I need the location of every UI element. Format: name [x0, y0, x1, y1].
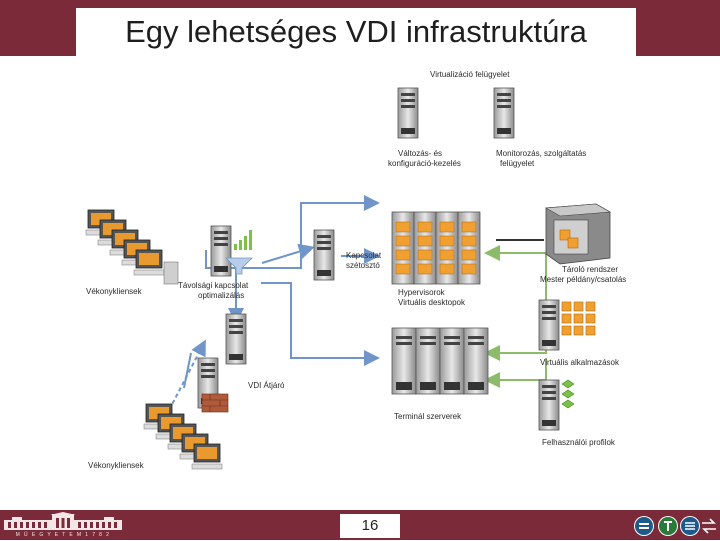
green-connections [484, 245, 547, 398]
university-logo: M Ű E G Y E T E M 1 7 8 2 [2, 512, 124, 538]
label-thin-clients-bottom: Vékonykliensek [88, 461, 145, 470]
label-remote-opt-2: optimalizálás [198, 291, 244, 300]
label-storage-1: Tároló rendszer [562, 265, 618, 274]
title-box: Egy lehetséges VDI infrastruktúra [76, 8, 636, 56]
label-change-config-2: konfiguráció-kezelés [388, 159, 461, 168]
remote-optimization-server-icon [210, 225, 232, 277]
config-management-server-icon [397, 87, 419, 139]
page-number: 16 [340, 514, 400, 538]
hypervisor-rack-icon [391, 211, 481, 285]
building-icon [4, 512, 122, 530]
user-profiles-icon [561, 379, 575, 409]
label-vdi-gateway: VDI Átjáró [248, 381, 285, 390]
prev-slide-icon[interactable] [634, 516, 654, 536]
label-virtual-apps: Virtuális alkalmazások [540, 358, 620, 367]
label-monitoring-1: Monitorozás, szolgáltatás [496, 149, 586, 158]
virtual-apps-server-icon [538, 299, 560, 351]
thin-clients-top-icon [85, 209, 179, 285]
thin-clients-bottom-icon [143, 403, 223, 470]
signal-bars-icon [234, 230, 252, 250]
label-storage-2: Mester példány/csatolás [540, 275, 626, 284]
funnel-icon [225, 257, 253, 275]
label-terminal-servers: Terminál szerverek [394, 412, 462, 421]
connection-broker-server-icon [313, 229, 335, 281]
label-broker-1: Kapcsolat [346, 251, 382, 260]
logo-caption: M Ű E G Y E T E M 1 7 8 2 [15, 532, 111, 538]
vdi-gateway-server-icon [225, 313, 247, 365]
label-user-profiles: Felhasználói profilok [542, 438, 616, 447]
vdi-infrastructure-diagram: Virtualizáció felügyelet Változás- és ko… [85, 70, 626, 470]
label-hypervisors-2: Virtuális desktopok [398, 298, 466, 307]
label-thin-clients-top: Vékonykliensek [86, 287, 143, 296]
label-change-config-1: Változás- és [398, 149, 442, 158]
list-slide-icon[interactable] [680, 516, 700, 536]
monitoring-server-icon [493, 87, 515, 139]
firewall-icon [201, 393, 229, 413]
next-slide-icon[interactable] [700, 516, 720, 536]
label-broker-2: szétosztó [346, 261, 380, 270]
label-hypervisors-1: Hypervisorok [398, 288, 446, 297]
slide-title: Egy lehetséges VDI infrastruktúra [125, 14, 587, 49]
label-virtualization-monitoring: Virtualizáció felügyelet [430, 70, 510, 79]
blue-connections [183, 195, 380, 389]
label-monitoring-2: felügyelet [500, 159, 535, 168]
menu-slide-icon[interactable] [658, 516, 678, 536]
label-remote-opt-1: Távolsági kapcsolat [178, 281, 249, 290]
virtual-apps-icon [561, 301, 596, 336]
terminal-servers-icon [391, 327, 489, 395]
storage-system-icon [545, 203, 611, 265]
user-profiles-server-icon [538, 379, 560, 431]
